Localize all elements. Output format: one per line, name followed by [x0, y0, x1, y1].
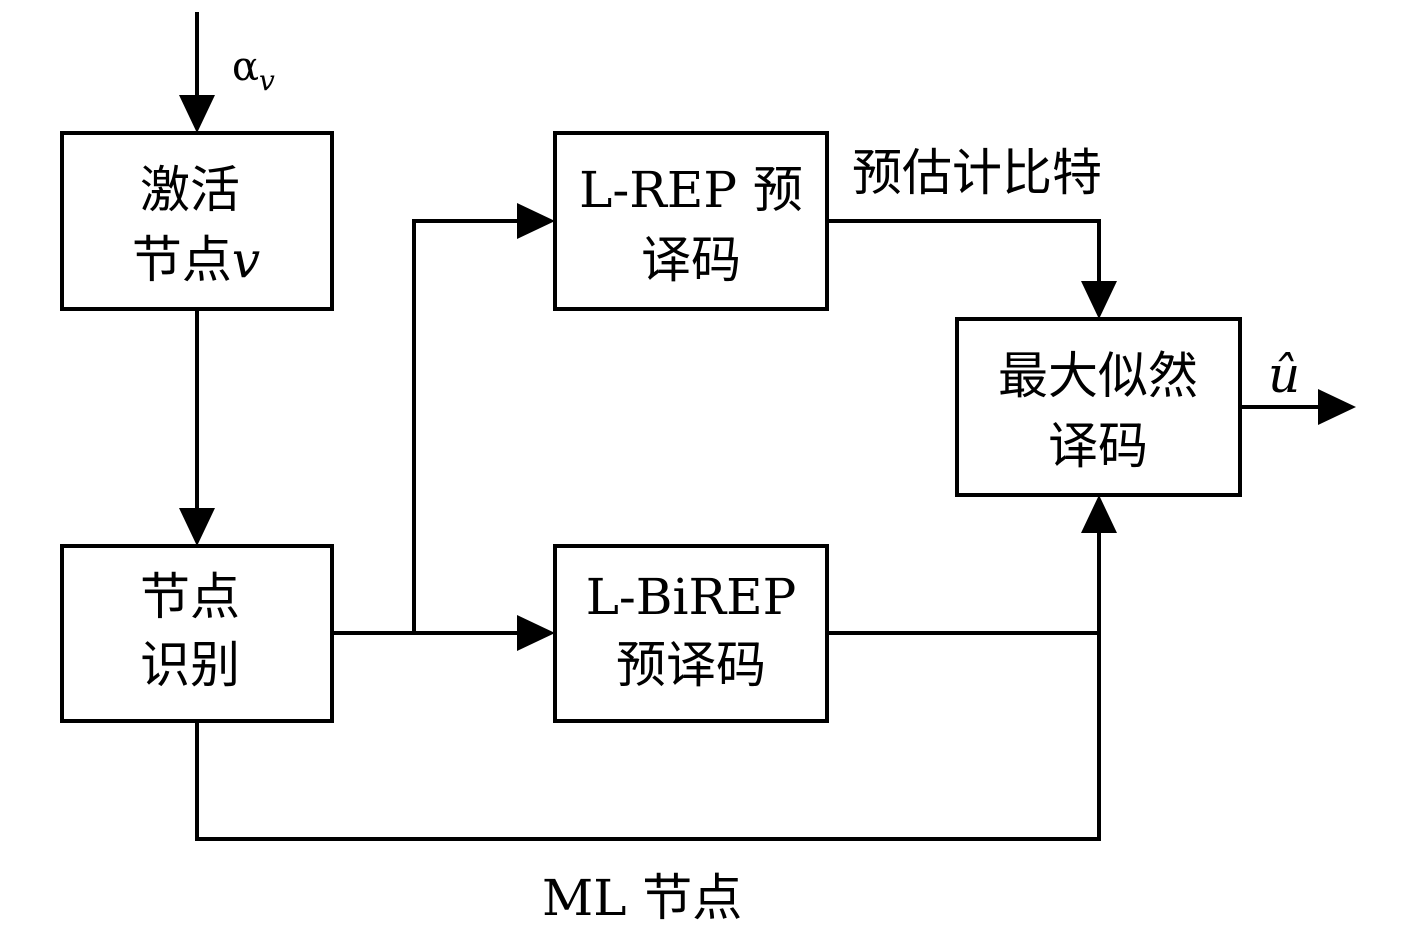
input-alpha-label: αv — [232, 44, 275, 97]
connectors — [179, 12, 1356, 841]
activate-node-line2: 节点v — [132, 231, 260, 289]
activate-node-box: 激活 节点v — [60, 131, 334, 311]
identify-node-box: 节点 识别 — [60, 544, 334, 723]
lrep-decoder-box: L-REP 预 译码 — [553, 131, 829, 311]
input-arrow-head — [179, 95, 215, 133]
lbirep-decoder-box: L-BiREP 预译码 — [553, 544, 829, 723]
output-arrow-head — [1318, 389, 1356, 425]
activate-node-line2-text: 节点 — [132, 231, 232, 289]
branch-to-lrep-head — [517, 203, 555, 239]
ml-decoder-line2: 译码 — [1048, 417, 1148, 475]
identify-node-line1: 节点 — [140, 568, 240, 626]
ml-node-path-line — [195, 533, 1101, 841]
output-u-hat-label: û — [1268, 346, 1300, 404]
ml-decoder-line1: 最大似然 — [998, 347, 1198, 405]
ml-node-label: ML 节点 — [542, 869, 742, 927]
branch-to-lrep-line — [412, 219, 517, 633]
ml-decoder-box: 最大似然 译码 — [955, 317, 1242, 497]
lrep-decoder-line2: 译码 — [641, 231, 741, 289]
activate-to-identify-head — [179, 508, 215, 546]
activate-node-line1: 激活 — [140, 161, 240, 219]
input-alpha-symbol: α — [232, 44, 259, 90]
identify-node-line2: 识别 — [140, 636, 240, 694]
lrep-to-ml-head — [1081, 281, 1117, 319]
lbirep-decoder-line1: L-BiREP — [586, 568, 797, 626]
ml-node-path-head — [1081, 495, 1117, 533]
activate-node-variable: v — [232, 231, 260, 289]
identify-to-lbirep-head — [517, 615, 555, 651]
lrep-decoder-line1: L-REP 预 — [579, 161, 803, 219]
lbirep-decoder-line2: 预译码 — [616, 636, 766, 694]
lrep-to-ml-line — [827, 219, 1101, 281]
pre-estimate-bits-label: 预估计比特 — [852, 144, 1102, 202]
input-alpha-subscript: v — [259, 64, 275, 97]
